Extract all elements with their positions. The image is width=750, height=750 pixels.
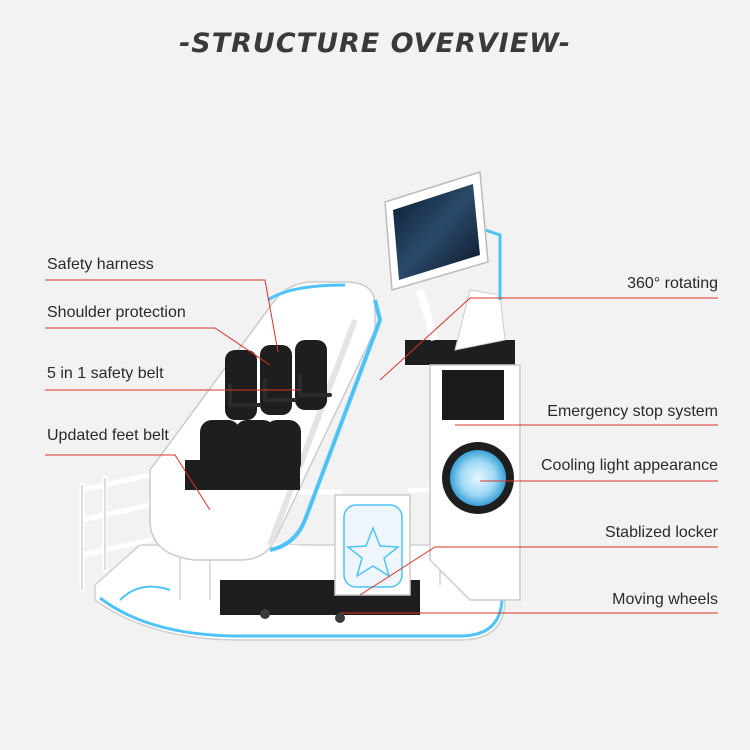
label-feet-belt: Updated feet belt xyxy=(47,427,169,444)
label-safety-harness: Safety harness xyxy=(47,256,154,273)
leader-stablized-locker xyxy=(359,546,718,596)
label-360-rotating: 360° rotating xyxy=(627,275,718,292)
harness-bars xyxy=(228,373,332,407)
stabilized-locker xyxy=(334,494,411,596)
label-moving-wheels: Moving wheels xyxy=(612,591,718,608)
label-shoulder-protection: Shoulder protection xyxy=(47,304,186,321)
label-safety-belt: 5 in 1 safety belt xyxy=(47,365,164,382)
label-stablized-locker: Stablized locker xyxy=(605,524,718,541)
page-title: -STRUCTURE OVERVIEW- xyxy=(179,28,571,59)
cooling-light-ring xyxy=(442,442,514,514)
monitor-screen xyxy=(384,171,489,342)
leader-lines xyxy=(45,279,718,614)
leader-safety-harness xyxy=(45,279,279,353)
label-cooling-light: Cooling light appearance xyxy=(540,457,718,474)
leader-360-rotating xyxy=(379,297,718,381)
leader-feet-belt xyxy=(45,454,211,511)
leader-shoulder-protection xyxy=(45,327,271,366)
seats xyxy=(185,340,327,490)
label-emergency-stop: Emergency stop system xyxy=(547,403,718,420)
